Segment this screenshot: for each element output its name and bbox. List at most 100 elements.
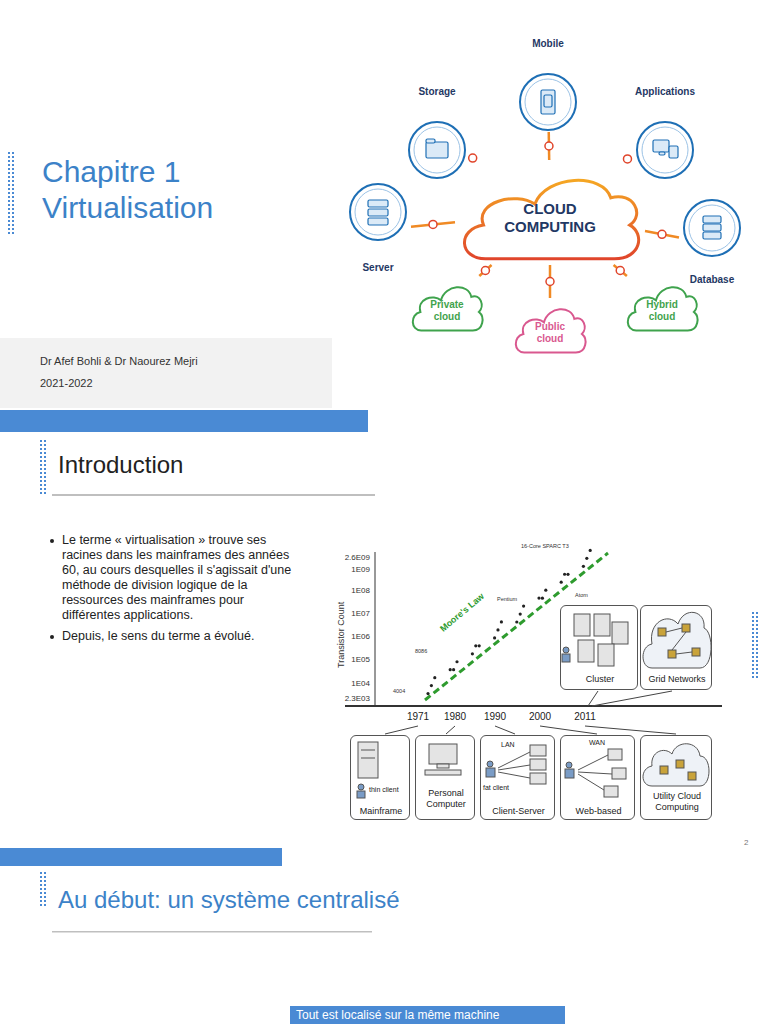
processor-dot: [515, 620, 518, 623]
service-ring: [414, 127, 460, 173]
mainframe-illustration: [357, 791, 365, 798]
axis-tick: 1E06: [328, 632, 370, 642]
service-circle: [637, 122, 693, 178]
cloud-outline: [413, 287, 483, 330]
web-illustration: [612, 768, 626, 779]
processor-dot: [589, 549, 592, 552]
service-circle: Mobile: [515, 38, 581, 132]
service-icon: [426, 139, 448, 158]
node-label: Server: [345, 262, 411, 274]
grid-illustration: [643, 612, 711, 668]
processor-dot: [582, 565, 585, 568]
axis-tick: 1E08: [328, 586, 370, 596]
chip-name: 4004: [392, 688, 406, 695]
icon-part: [368, 200, 388, 207]
service-circle: Storage: [404, 86, 470, 180]
client-server-illustration: [486, 768, 495, 777]
grid-illustration: [658, 628, 666, 636]
year-tick: 2011: [567, 711, 603, 723]
node-label: Private cloud: [421, 299, 473, 323]
processor-dot: [496, 628, 499, 631]
processor-dot: [541, 597, 544, 600]
icon-part: [703, 216, 721, 223]
dot-decoration: [6, 150, 14, 236]
node-label: fat client: [483, 784, 533, 792]
dot-decoration: [752, 610, 760, 680]
chip-name: 16-Core SPARC T3: [520, 543, 570, 550]
blue-bar: [0, 848, 282, 866]
node-label: Personal Computer: [417, 788, 475, 810]
cluster-illustration: [562, 654, 570, 662]
processor-dot: [426, 692, 429, 695]
processor-dot: [544, 589, 547, 592]
processor-dot: [452, 668, 455, 671]
service-circle: [520, 74, 576, 130]
era-box: Utility Cloud Computing: [640, 735, 712, 820]
era-box: Cluster: [560, 605, 638, 690]
pc-illustration: [425, 744, 461, 775]
cloud-type: Hybrid cloud: [624, 276, 700, 334]
grid-illustration: [666, 628, 682, 632]
node-label: Tout est localisé sur la même machine: [296, 1008, 559, 1022]
timeline-leaders: [588, 691, 598, 706]
axis-tick: 1E04: [328, 679, 370, 689]
utility-cloud-illustration: [688, 772, 696, 780]
bullet-dot: [50, 635, 54, 639]
processor-dot: [455, 660, 458, 663]
cloud-outline: [464, 180, 638, 258]
client-server-illustration: [486, 745, 546, 784]
chart-axes: [425, 553, 608, 700]
cluster-illustration: [563, 647, 569, 653]
node-label: LAN: [501, 741, 531, 749]
author-text: 2021-2022: [40, 377, 160, 390]
connector-joint: [481, 267, 489, 275]
client-server-illustration: [530, 745, 546, 756]
axis-tick: 1E07: [328, 609, 370, 619]
cluster-illustration: [574, 614, 590, 636]
service-circle: [409, 122, 465, 178]
era-box: thin clientMainframe: [350, 735, 410, 820]
connector-joint: [545, 142, 553, 150]
service-circle: Database: [679, 198, 745, 290]
client-server-illustration: [498, 765, 530, 770]
mainframe-illustration: [358, 784, 364, 790]
processor-dot: [522, 604, 525, 607]
processor-dot: [474, 644, 477, 647]
web-illustration: [608, 749, 622, 760]
web-illustration: [578, 755, 608, 770]
mainframe-illustration: [361, 750, 375, 751]
axis-tick: 1E05: [328, 655, 370, 665]
web-illustration: [578, 772, 612, 774]
mainframe-illustration: [358, 742, 378, 778]
highlight-box: Tout est localisé sur la même machine: [290, 1006, 565, 1024]
chart-axes: [345, 552, 722, 706]
web-illustration: [565, 769, 574, 778]
slide-title: Chapitre 1 Virtualisation: [42, 154, 252, 226]
chart-axes: [375, 552, 376, 706]
dot-decoration: [38, 438, 46, 496]
axis-title: Transistor Count: [336, 602, 347, 668]
connector-joint: [546, 278, 554, 286]
processor-dot: [563, 573, 566, 576]
icon-part: [541, 90, 555, 114]
icon-part: [703, 224, 721, 231]
service-icon: [541, 90, 555, 114]
processor-dot: [537, 597, 540, 600]
chip-name: 8086: [414, 648, 428, 655]
year-tick: 1971: [400, 711, 436, 723]
client-server-illustration: [530, 759, 546, 770]
slide-heading: Introduction: [58, 451, 358, 480]
service-ring: [642, 127, 688, 173]
cluster-illustration: [562, 614, 628, 666]
connector-line: [614, 265, 627, 276]
author-text: Dr Afef Bohli & Dr Naourez Mejri: [40, 355, 320, 368]
connector-line: [645, 231, 679, 238]
processor-dot: [430, 684, 433, 687]
utility-cloud-illustration: [643, 744, 709, 786]
utility-cloud-illustration: [676, 760, 684, 768]
cloud-type: Public cloud: [512, 298, 588, 356]
icon-part: [703, 232, 721, 239]
timeline-leaders: [585, 726, 676, 734]
icon-part: [659, 152, 665, 155]
timeline-leaders: [385, 691, 676, 734]
